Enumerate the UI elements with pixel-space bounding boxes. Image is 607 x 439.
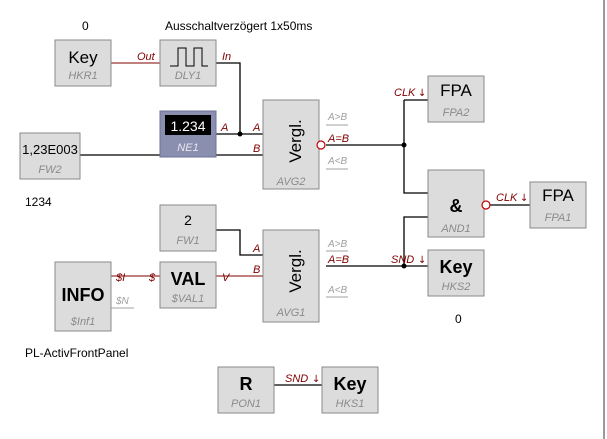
fpa2-clk-arrow-icon: ↓ (418, 88, 426, 99)
label-zero-bottom: 0 (455, 312, 462, 326)
avg1-out-aeqb: A=B (327, 254, 349, 266)
avg1-out-agtb: A>B (327, 239, 348, 250)
avg2-out-altb: A<B (327, 156, 348, 167)
fpa2-sub: FPA2 (443, 107, 470, 119)
block-hkr1[interactable]: Key HKR1 (54, 39, 112, 87)
ne1-sub: NE1 (177, 142, 198, 154)
inf1-out-i: $I (115, 272, 125, 284)
and1-title: & (450, 196, 463, 216)
pon1-sub: PON1 (231, 398, 261, 410)
and1-sub: AND1 (440, 223, 470, 235)
fpa1-title: FPA (542, 186, 574, 205)
block-fpa1[interactable]: FPA FPA1 (529, 181, 587, 229)
avg1-pin-b: B (253, 264, 260, 276)
avg1-sub: AVG1 (276, 307, 306, 319)
fw1-value: 2 (184, 212, 192, 228)
wire-dly1-out (216, 62, 241, 134)
block-avg1[interactable]: Vergl. AVG1 A B (252, 229, 320, 323)
fpa1-sub: FPA1 (545, 212, 572, 224)
dly1-in-label: In (222, 51, 231, 63)
fw2-value: 1,23E003 (22, 142, 78, 157)
and1-invert-dot (481, 200, 491, 210)
avg2-out-aeqb: A=B (327, 133, 349, 145)
wire-avg1-and1 (403, 216, 428, 266)
hks1-sub: HKS1 (336, 398, 365, 410)
val1-title: VAL (171, 269, 206, 289)
hks2-title: Key (439, 257, 472, 277)
and1-clk-label: CLK (496, 192, 518, 204)
inf1-out-n: $N (115, 296, 130, 307)
wire-avg2-branch (403, 100, 428, 194)
avg2-pin-a: A (252, 122, 260, 134)
hks2-snd-label: SND (391, 254, 414, 266)
block-fpa2[interactable]: FPA FPA2 (427, 75, 485, 123)
label-1234: 1234 (25, 195, 52, 209)
hkr1-sub: HKR1 (68, 70, 97, 82)
wire-fw1-avg1-a (216, 229, 263, 256)
fw2-sub: FW2 (38, 164, 61, 176)
pon1-snd-arrow-icon: ↓ (312, 374, 320, 385)
hks2-snd-arrow-icon: ↓ (418, 255, 426, 266)
val1-sub: $VAL1 (171, 293, 204, 305)
val1-out-label: V (222, 272, 231, 284)
block-and1[interactable]: & AND1 (427, 169, 491, 238)
hks2-sub: HKS2 (442, 281, 471, 293)
avg2-pin-b: B (253, 143, 260, 155)
avg1-title: Vergl. (286, 249, 305, 292)
label-delay-title: Ausschaltverzögert 1x50ms (165, 19, 312, 33)
pulse-icon (170, 47, 208, 67)
label-frontpanel: PL-ActivFrontPanel (25, 346, 128, 360)
fpa2-clk-label: CLK (394, 87, 416, 99)
ne1-out-label: A (220, 122, 228, 134)
block-pon1[interactable]: R PON1 (217, 366, 275, 414)
hkr1-title: Key (68, 48, 98, 67)
ne1-display (165, 115, 211, 135)
avg1-pin-a: A (252, 243, 260, 255)
block-fw2[interactable]: 1,23E003 FW2 (19, 132, 81, 180)
avg2-out-agtb: A>B (327, 112, 348, 123)
inf1-title: INFO (62, 285, 105, 305)
and1-clk-arrow-icon: ↓ (520, 193, 528, 204)
block-inf1[interactable]: INFO $Inf1 (54, 261, 112, 332)
block-hks2[interactable]: Key HKS2 (427, 249, 485, 297)
inf1-sub: $Inf1 (70, 316, 95, 328)
hkr1-out-label: Out (137, 51, 156, 63)
block-fw1[interactable]: 2 FW1 (159, 204, 217, 252)
dly1-sub: DLY1 (175, 70, 202, 82)
label-zero-top: 0 (82, 19, 89, 33)
junction-ne1 (237, 131, 243, 137)
block-avg2[interactable]: Vergl. AVG2 A B (252, 99, 326, 190)
fw1-sub: FW1 (176, 235, 199, 247)
block-hks1[interactable]: Key HKS1 (321, 366, 379, 414)
pon1-title: R (240, 374, 253, 394)
block-val1[interactable]: VAL $VAL1 (159, 261, 217, 309)
avg1-out-altb: A<B (327, 285, 348, 296)
block-dly1[interactable]: DLY1 (159, 39, 217, 87)
hks1-title: Key (333, 374, 366, 394)
ne1-value: 1.234 (170, 118, 205, 134)
fpa2-title: FPA (440, 81, 472, 100)
block-ne1[interactable]: 1.234 NE1 (159, 110, 217, 158)
avg2-invert-dot (316, 140, 326, 150)
avg2-sub: AVG2 (276, 176, 306, 188)
pon1-snd-label: SND (285, 373, 308, 385)
val1-in-label: $ (148, 272, 156, 284)
avg2-title: Vergl. (286, 119, 305, 162)
